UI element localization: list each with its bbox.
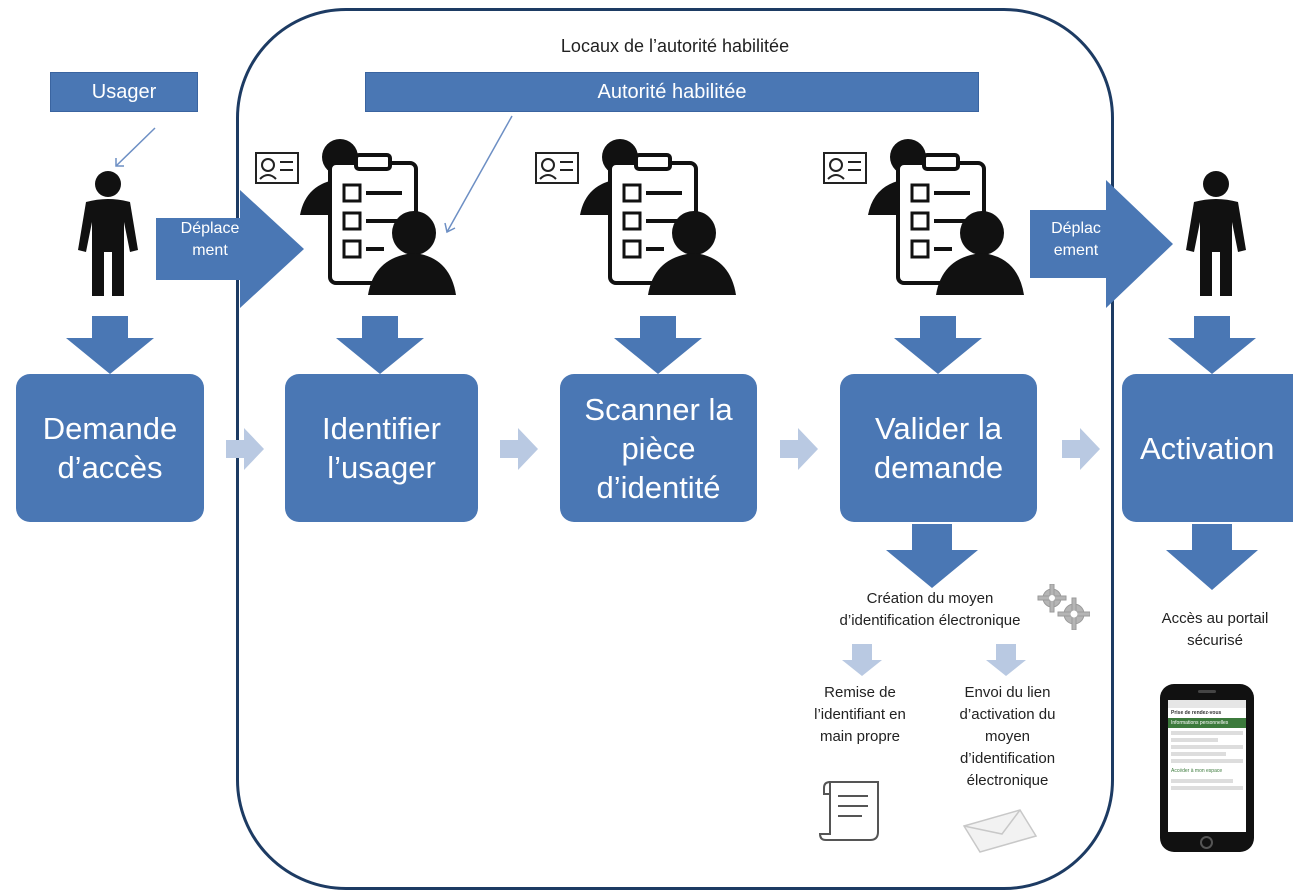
light-arrow-remise: [842, 644, 882, 676]
autorite-banner: Autorité habilitée: [365, 72, 979, 112]
validate-clipboard-icon: [823, 139, 1024, 295]
remise-note: Remise de l’identifiant en main propre: [814, 684, 906, 745]
autorite-pointer-head: [444, 222, 456, 234]
document-scroll-icon: [818, 781, 879, 841]
room-title: Locaux de l’autorité habilitée: [560, 36, 790, 56]
phone-line: [1171, 738, 1218, 742]
scan-clipboard-icon: [535, 139, 736, 295]
move-in-arrow: [156, 190, 304, 308]
down-arrow-activation: [1166, 524, 1258, 590]
creation-note: Création du moyen d’identification élect…: [839, 590, 1021, 629]
light-arrow-3: [780, 428, 818, 470]
step-identifier-usager: Identifier l’usager: [285, 374, 478, 522]
phone-speaker: [1198, 690, 1216, 693]
step-label: Activation: [1140, 430, 1275, 466]
step-activation: Activation: [1122, 374, 1293, 522]
identify-clipboard-icon: [255, 139, 456, 295]
move-out-arrow: [1030, 180, 1173, 308]
phone-line: [1171, 731, 1243, 735]
usager-pointer-head: [115, 158, 124, 167]
down-arrow-validate: [886, 524, 978, 588]
step-scanner-piece: Scanner la pièce d’identité: [560, 374, 757, 522]
envoi-note: Envoi du lien d’activation du moyen d’id…: [959, 684, 1056, 789]
step-label: Identifier l’usager: [322, 411, 441, 485]
usager-person-icon: [78, 171, 138, 296]
autorite-pointer-line: [446, 115, 513, 233]
phone-line: [1171, 779, 1234, 783]
smartphone-icon: Prise de rendez-vous Informations person…: [1160, 684, 1254, 852]
move-out-label: Déplac ement: [1051, 220, 1101, 259]
gears-icon: [1037, 584, 1090, 630]
move-in-label: Déplace ment: [180, 220, 240, 259]
phone-status-bar: [1168, 700, 1246, 708]
down-arrow-4: [894, 316, 982, 374]
light-arrow-1: [226, 428, 264, 470]
down-arrow-3: [614, 316, 702, 374]
down-arrow-2: [336, 316, 424, 374]
light-arrow-2: [500, 428, 538, 470]
down-arrow-5: [1168, 316, 1256, 374]
usager-pointer-line: [115, 127, 156, 167]
portail-note: Accès au portail sécurisé: [1161, 610, 1269, 649]
phone-line: [1171, 759, 1243, 763]
phone-line: [1171, 752, 1226, 756]
step-valider-demande: Valider la demande: [840, 374, 1037, 522]
phone-section-bar: Informations personnelles: [1168, 718, 1246, 728]
phone-home-button: [1200, 836, 1213, 849]
usager-banner: Usager: [50, 72, 198, 112]
light-arrow-envoi: [986, 644, 1026, 676]
step-demande-acces: Demande d’accès: [16, 374, 204, 522]
step-label: Demande d’accès: [42, 411, 178, 485]
step-label: Valider la demande: [873, 411, 1004, 485]
phone-line: [1171, 786, 1243, 790]
envelope-icon: [962, 809, 1038, 853]
phone-link: Accéder à mon espace: [1171, 768, 1223, 774]
phone-title: Prise de rendez-vous: [1171, 710, 1222, 716]
phone-line: [1171, 745, 1243, 749]
activated-person-icon: [1186, 171, 1246, 296]
phone-screen: Prise de rendez-vous Informations person…: [1168, 700, 1246, 832]
step-label: Scanner la pièce d’identité: [584, 391, 733, 505]
down-arrow-1: [66, 316, 154, 374]
light-arrow-4: [1062, 428, 1100, 470]
